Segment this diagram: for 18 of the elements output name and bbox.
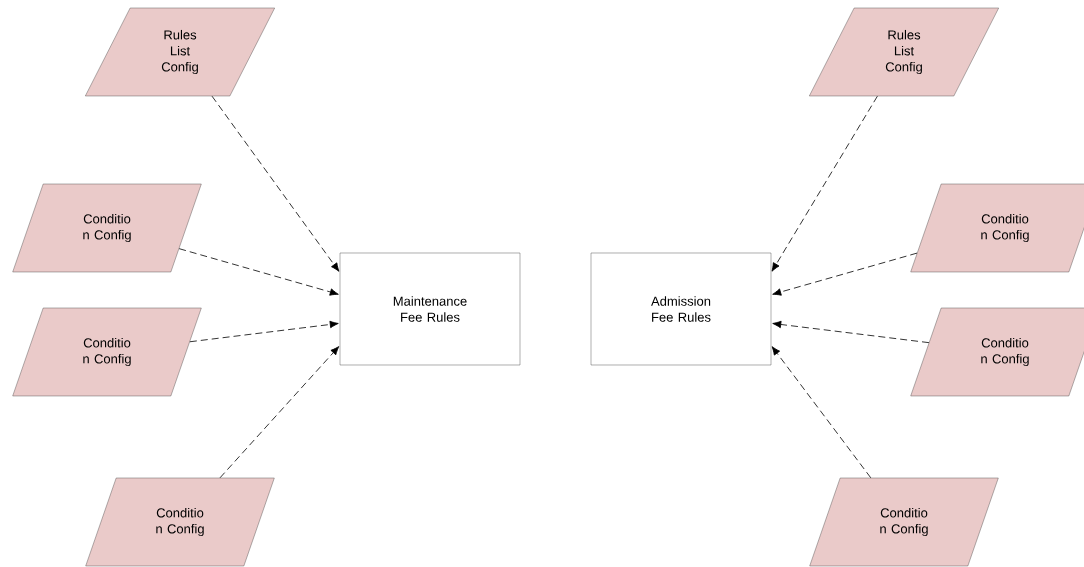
arrow bbox=[771, 346, 872, 479]
data-parallelogram: Conditio n Config bbox=[85, 477, 275, 567]
data-parallelogram: Rules List Config bbox=[85, 7, 275, 97]
arrow bbox=[189, 320, 339, 343]
arrow bbox=[219, 346, 340, 479]
process-box: Admission Fee Rules bbox=[590, 252, 772, 366]
data-parallelogram: Conditio n Config bbox=[12, 307, 202, 397]
arrow bbox=[772, 252, 918, 296]
arrow bbox=[211, 95, 340, 272]
data-parallelogram: Conditio n Config bbox=[910, 183, 1084, 273]
data-parallelogram: Rules List Config bbox=[809, 7, 999, 97]
data-parallelogram: Conditio n Config bbox=[12, 183, 202, 273]
data-parallelogram: Conditio n Config bbox=[910, 307, 1084, 397]
arrow bbox=[771, 95, 878, 272]
data-parallelogram: Conditio n Config bbox=[809, 477, 999, 567]
arrow bbox=[772, 320, 930, 344]
process-box: Maintenance Fee Rules bbox=[339, 252, 521, 366]
arrow bbox=[178, 248, 339, 296]
